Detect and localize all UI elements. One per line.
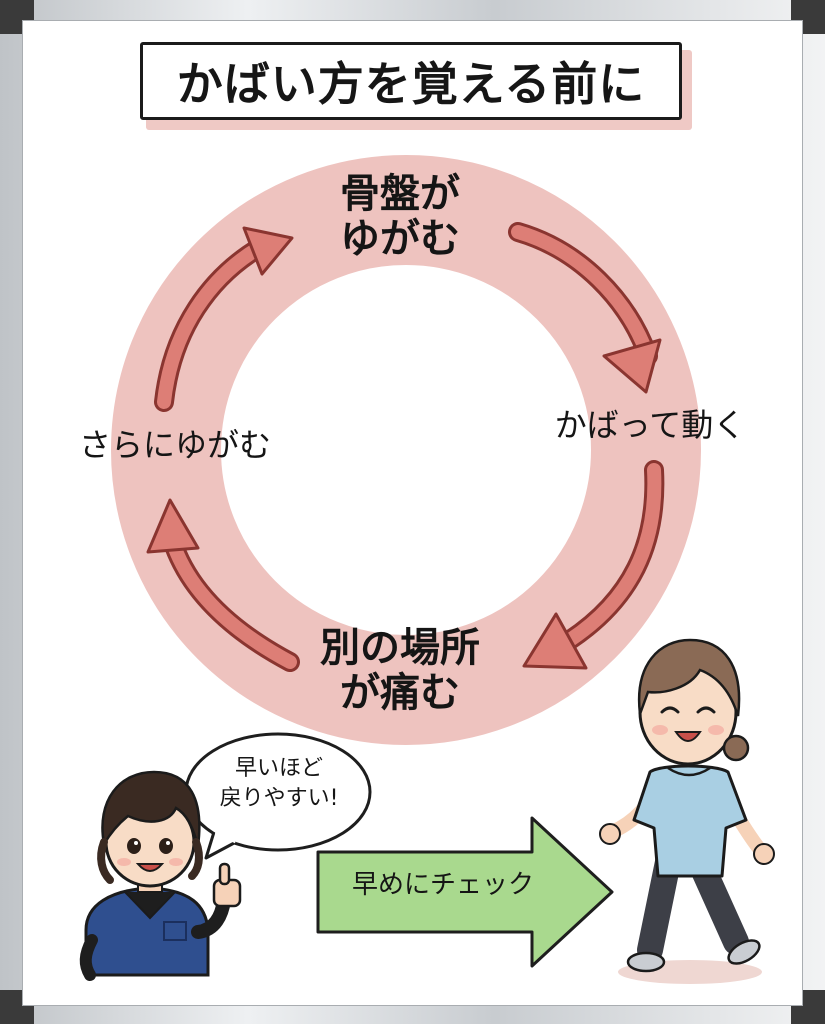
cycle-arrow-right-bottom bbox=[522, 460, 665, 670]
cycle-ring bbox=[111, 155, 701, 745]
cycle-node-other-pain: 別の場所 が痛む bbox=[280, 626, 520, 716]
page-title: かばい方を覚える前に bbox=[176, 57, 646, 111]
cycle-arrow-left-top bbox=[154, 226, 294, 412]
speech-bubble-text: 早いほど 戻りやすい! bbox=[200, 754, 358, 813]
speech-line: 早いほど bbox=[234, 756, 323, 781]
speech-line: 戻りやすい! bbox=[219, 785, 339, 811]
cycle-node-compensate: かばって動く bbox=[554, 406, 746, 444]
check-arrow bbox=[316, 816, 614, 968]
thumbs-up-icon bbox=[212, 862, 242, 908]
cycle-node-line: ゆがむ bbox=[340, 215, 460, 262]
cycle-node-more-distortion: さらにゆがむ bbox=[78, 426, 271, 464]
cycle-arrow-top-right bbox=[508, 222, 662, 394]
title-banner: かばい方を覚える前に bbox=[140, 42, 692, 130]
check-arrow-label: 早めにチェック bbox=[351, 870, 534, 900]
cycle-node-pelvis-distorts: 骨盤が ゆがむ bbox=[300, 172, 500, 262]
cycle-node-line: が痛む bbox=[340, 669, 460, 716]
walking-woman-character bbox=[599, 638, 775, 984]
cycle-node-line: 骨盤が bbox=[340, 171, 460, 217]
cycle-node-line: 別の場所 bbox=[320, 625, 480, 671]
doctor-character bbox=[79, 770, 242, 981]
cycle-arrow-bottom-left bbox=[146, 498, 300, 672]
title-box: かばい方を覚える前に bbox=[140, 42, 682, 120]
